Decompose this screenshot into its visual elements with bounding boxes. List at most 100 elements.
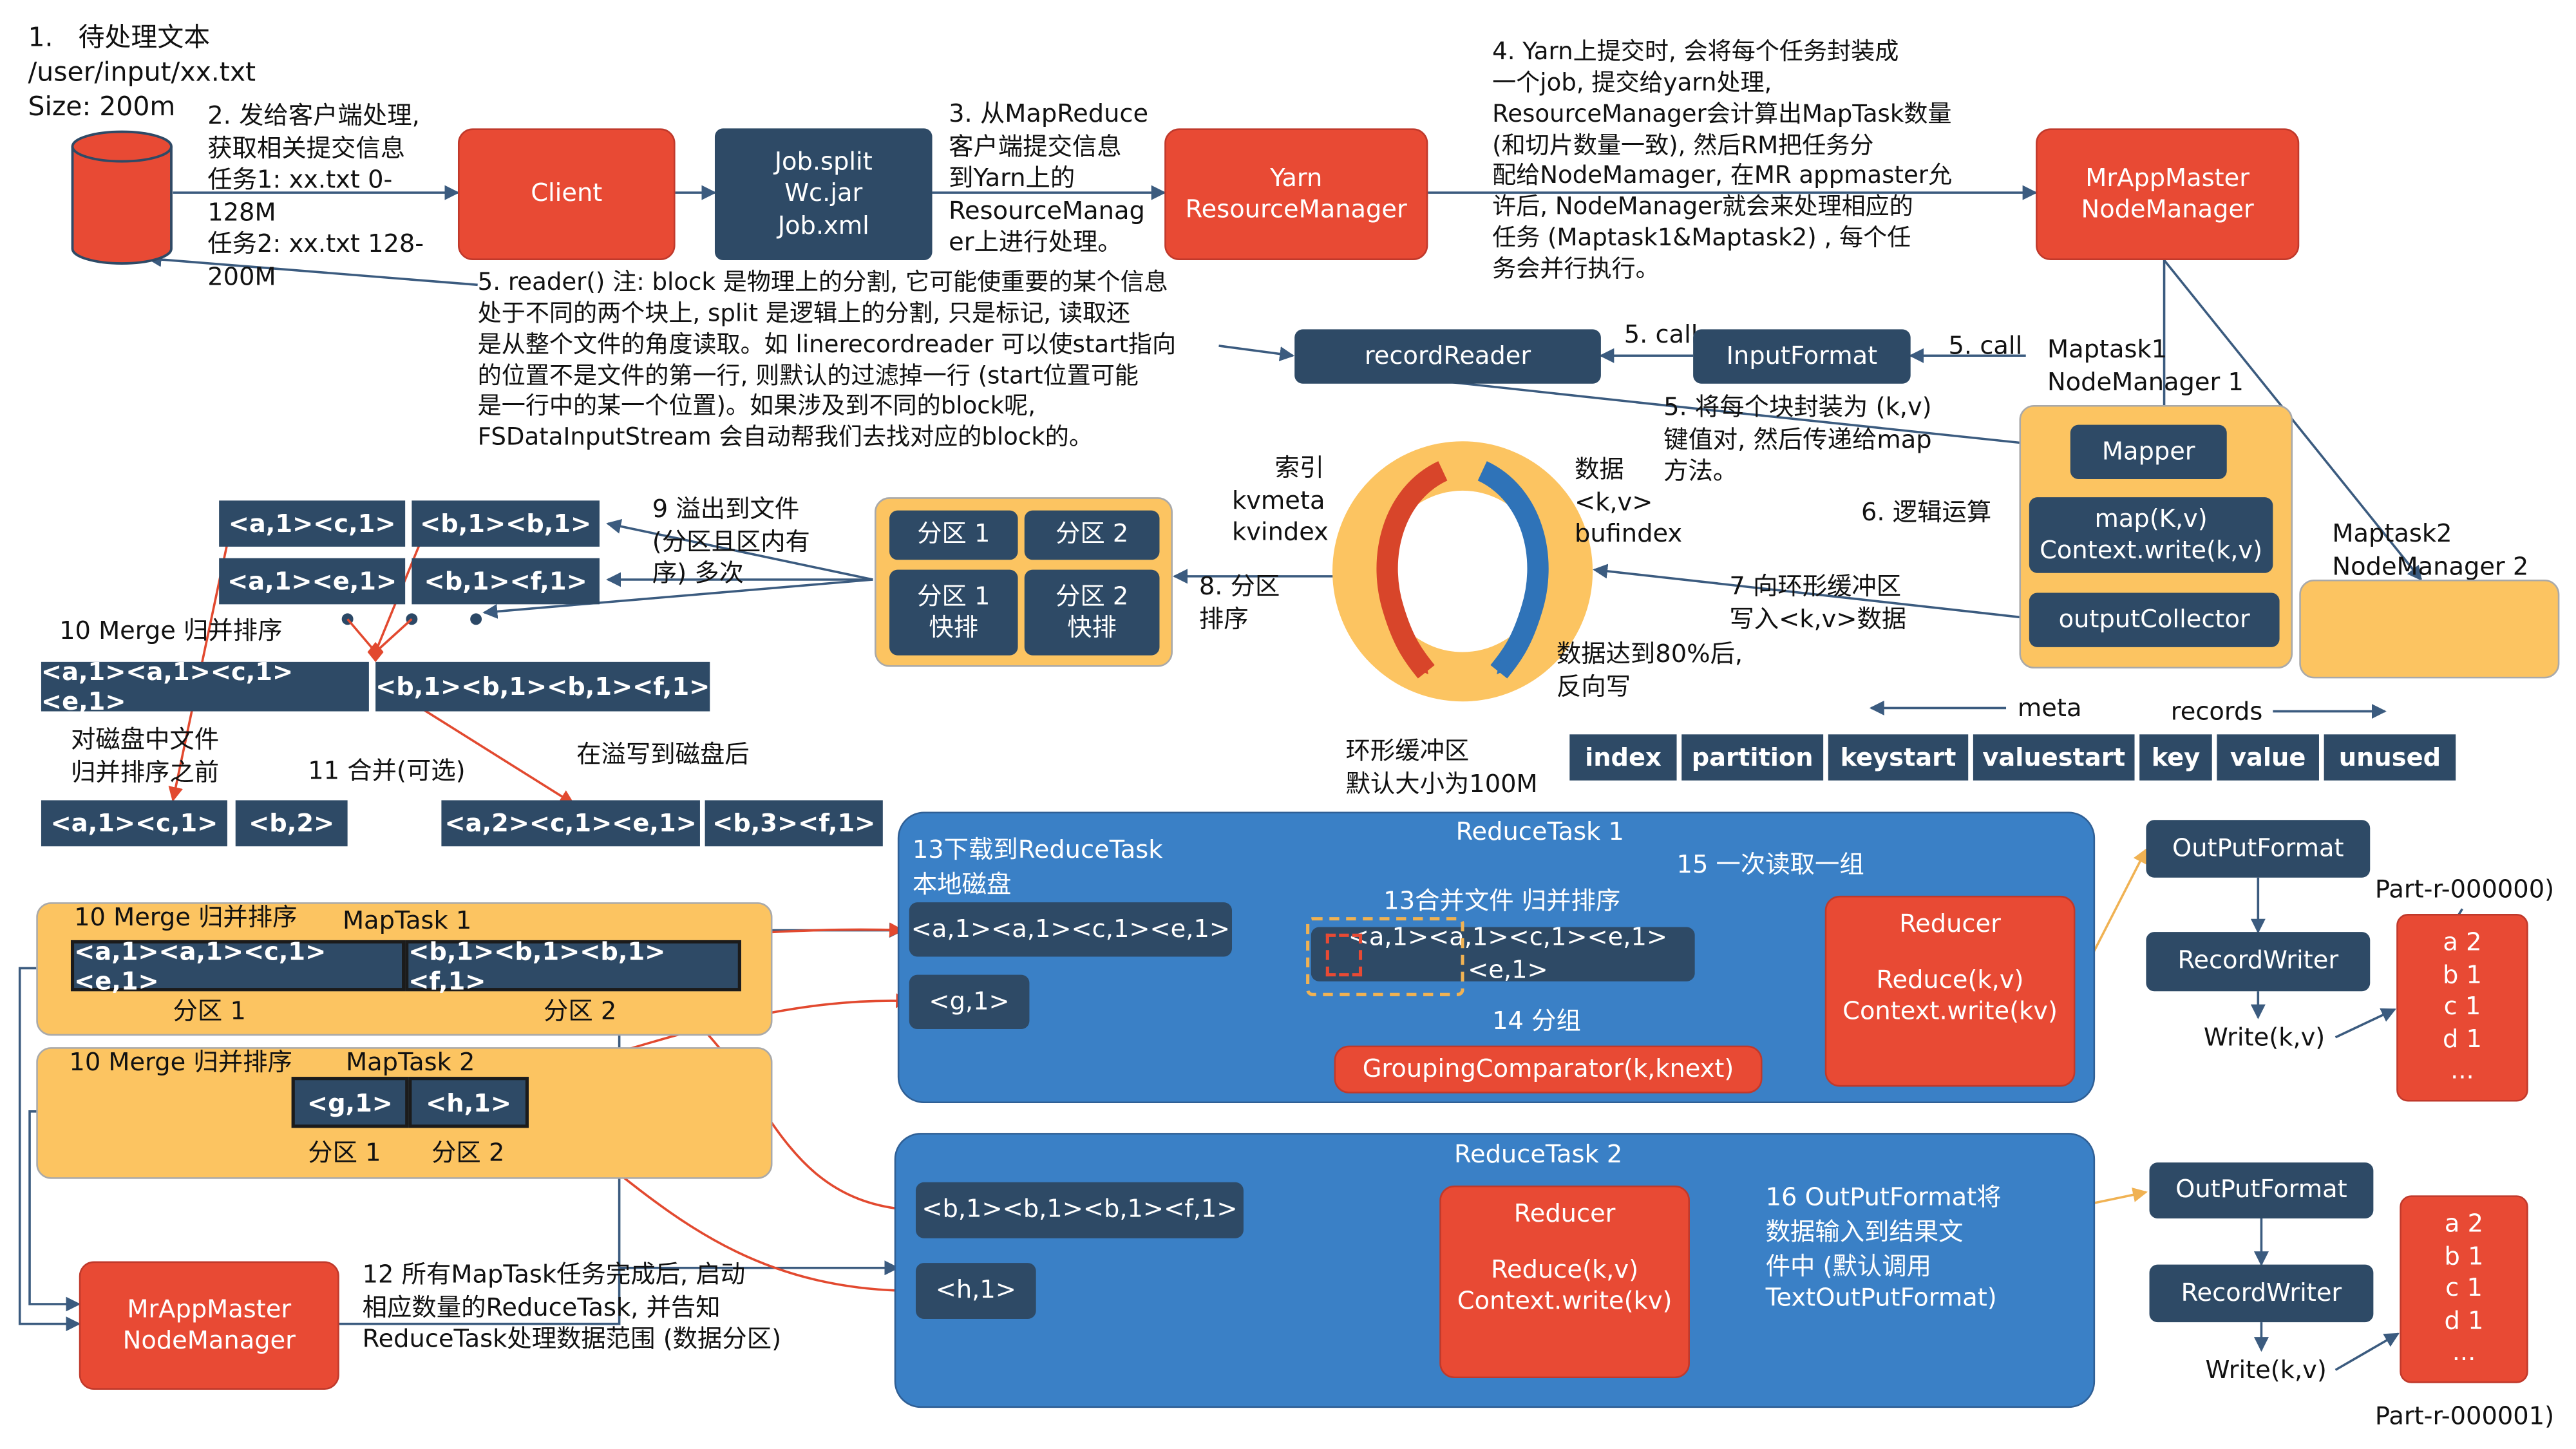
part-file-1-label: Part-r-000000) [2374,874,2555,904]
ring-data-label: 数据 <k,v> bufindex [1574,454,1683,549]
meta-field-value: value [2217,734,2319,781]
rt1-group-highlight [1306,917,1464,996]
arrow-write1-result [2334,1008,2396,1039]
call-label-1: 5. call [1624,319,1698,350]
yarn-resourcemanager-box: Yarn ResourceManager [1164,128,1428,260]
step2-label: 2. 发给客户端处理, 获取相关提交信息 任务1: xx.txt 0- 128M… [207,100,424,291]
input-file-cylinder-icon [71,130,173,265]
maptask1-part1-label: 分区 1 [173,996,246,1026]
reducetask1-title: ReduceTask 1 [1455,817,1624,847]
input-format-box: InputFormat [1693,329,1911,384]
map-function-box: map(K,v) Context.write(k,v) [2029,497,2273,573]
step3-label: 3. 从MapReduce 客户端提交信息 到Yarn上的 ResourceMa… [949,99,1149,257]
write-2-label: Write(k,v) [2205,1355,2327,1385]
maptask2-merge-title: 10 Merge 归并排序 [69,1047,292,1077]
arrow-write2-result [2334,1332,2400,1371]
maptask1-label: Maptask1 NodeManager 1 [2047,334,2244,396]
partition-2-sort-box: 分区 2 快排 [1024,569,1160,656]
step4-label: 4. Yarn上提交时, 会将每个任务封装成 一个job, 提交给yarn处理,… [1492,39,1953,283]
step1-title: 待处理文本 [78,21,211,53]
meta-field-key: key [2139,734,2212,781]
meta-field-valuestart: valuestart [1973,734,2135,781]
reducer1-body: Reduce(k,v) Context.write(kv) [1842,964,2058,1026]
step5-kv-label: 5. 将每个块封装为 (k,v) 键值对, 然后传递给map 方法。 [1663,392,1932,486]
spill-file-cell: <b,1><f,1> [412,558,600,605]
step1-number: 1. [28,21,53,53]
maptask1-partition1-cell: <a,1><a,1><c,1><e,1> [70,936,406,996]
meta-label: meta [2017,693,2082,723]
maptask1-merge-title: 10 Merge 归并排序 [74,902,298,933]
maptask2-label: Maptask2 NodeManager 2 [2332,518,2529,581]
ring-buffer-graphic [1332,441,1593,702]
records-label: records [2170,696,2263,726]
step12-label: 12 所有MapTask任务完成后, 启动 相应数量的ReduceTask, 并… [362,1259,782,1354]
maptask2-node-box [2299,579,2560,679]
arrow-mrapp-maptask2 [2163,259,2423,581]
mrappmaster-top-box: MrAppMaster NodeManager [2036,128,2300,260]
reducer1-title: Reducer [1899,909,2001,939]
rt1-item-1: <a,1><a,1><c,1><e,1> [909,902,1233,957]
reducer2-title: Reducer [1513,1198,1616,1229]
rt1-read-group-label: 15 一次读取一组 [1676,849,1864,880]
step9-label: 9 溢出到文件 (分区且区内有 序) 多次 [652,494,810,588]
maptask1-name: MapTask 1 [342,905,472,936]
merged-cell: <b,1><b,1><b,1><f,1> [375,661,710,712]
reducetask2-title: ReduceTask 2 [1454,1139,1623,1170]
combine-before-cell: <b,2> [235,800,348,847]
ring-threshold-label: 数据达到80%后, 反向写 [1556,639,1743,701]
meta-field-index: index [1569,734,1677,781]
reducer2-box: Reducer Reduce(k,v) Context.write(kv) [1439,1185,1690,1379]
partition-1-box: 分区 1 [889,510,1018,560]
arrow-reader-file [146,252,478,287]
spill-file-cell: <a,1><e,1> [219,558,406,605]
partition-2-box: 分区 2 [1024,510,1160,560]
client-box: Client [457,128,676,260]
arrow-partition-spill1 [606,519,873,581]
rt2-item-1: <b,1><b,1><b,1><f,1> [915,1182,1244,1238]
step7-label: 7 向环形缓冲区 写入<k,v>数据 [1729,571,1907,634]
write-1-label: Write(k,v) [2203,1022,2325,1052]
spill-file-cell: <b,1><b,1> [412,500,600,547]
mrappmaster-bottom-box: MrAppMaster NodeManager [79,1261,339,1390]
grouping-comparator-box: GroupingComparator(k,knext) [1334,1045,1763,1094]
step8-label: 8. 分区 排序 [1198,571,1280,634]
partition-1-sort-box: 分区 1 快排 [889,569,1018,656]
output-collector-box: outputCollector [2029,592,2280,647]
combine-label: 11 合并(可选) [308,755,466,786]
rt1-item-2: <g,1> [909,974,1030,1029]
merge-title: 10 Merge 归并排序 [59,616,283,646]
combine-before-cell: <a,1><c,1> [41,800,227,847]
spill-file-cell: <a,1><c,1> [219,500,406,547]
ring-index-label: 索引 kvmeta kvindex [1232,453,1329,547]
after-spill-label: 在溢写到磁盘后 [576,739,750,770]
output-format-2-box: OutPutFormat [2149,1162,2374,1219]
maptask2-name: MapTask 2 [346,1047,475,1077]
combine-after-cell: <a,2><c,1><e,1> [441,800,700,847]
reducer2-body: Reduce(k,v) Context.write(kv) [1457,1254,1672,1316]
record-writer-1-box: RecordWriter [2146,932,2371,992]
combine-after-cell: <b,3><f,1> [705,800,883,847]
record-reader-box: recordReader [1294,329,1601,384]
logic-label: 6. 逻辑运算 [1861,497,1992,527]
step16-label: 16 OutPutFormat将 数据输入到结果文 件中 (默认调用 TextO… [1765,1182,2002,1312]
meta-field-keystart: keystart [1828,734,1969,781]
arrow-collector-ring [1593,564,2023,619]
step5-reader-note: 5. reader() 注: block 是物理上的分割, 它可能使重要的某个信… [477,270,1177,452]
step1-path: /user/input/xx.txt [28,55,256,87]
meta-field-unused: unused [2324,734,2456,781]
arrow-text-reader [1218,345,1295,361]
maptask1-partition2-cell: <b,1><b,1><b,1><f,1> [405,936,741,996]
arrow-maptask-mrapp [18,967,81,1332]
maptask2-partition2-cell: <h,1> [408,1077,529,1128]
maptask2-part2-label: 分区 2 [431,1137,505,1168]
ring-caption: 环形缓冲区 默认大小为100M [1345,735,1538,798]
rt2-item-2: <h,1> [915,1263,1036,1319]
rt1-group-label: 14 分组 [1492,1006,1581,1036]
result-file-1-box: a 2 b 1 c 1 d 1 ... [2396,914,2528,1102]
arrow-reader-mapper [1449,381,2070,454]
part-file-2-label: Part-r-000001) [2374,1401,2555,1431]
output-format-1-box: OutPutFormat [2146,820,2371,878]
step1-size: Size: 200m [28,90,176,122]
arrow-maptask2-mrapp [28,1110,81,1312]
